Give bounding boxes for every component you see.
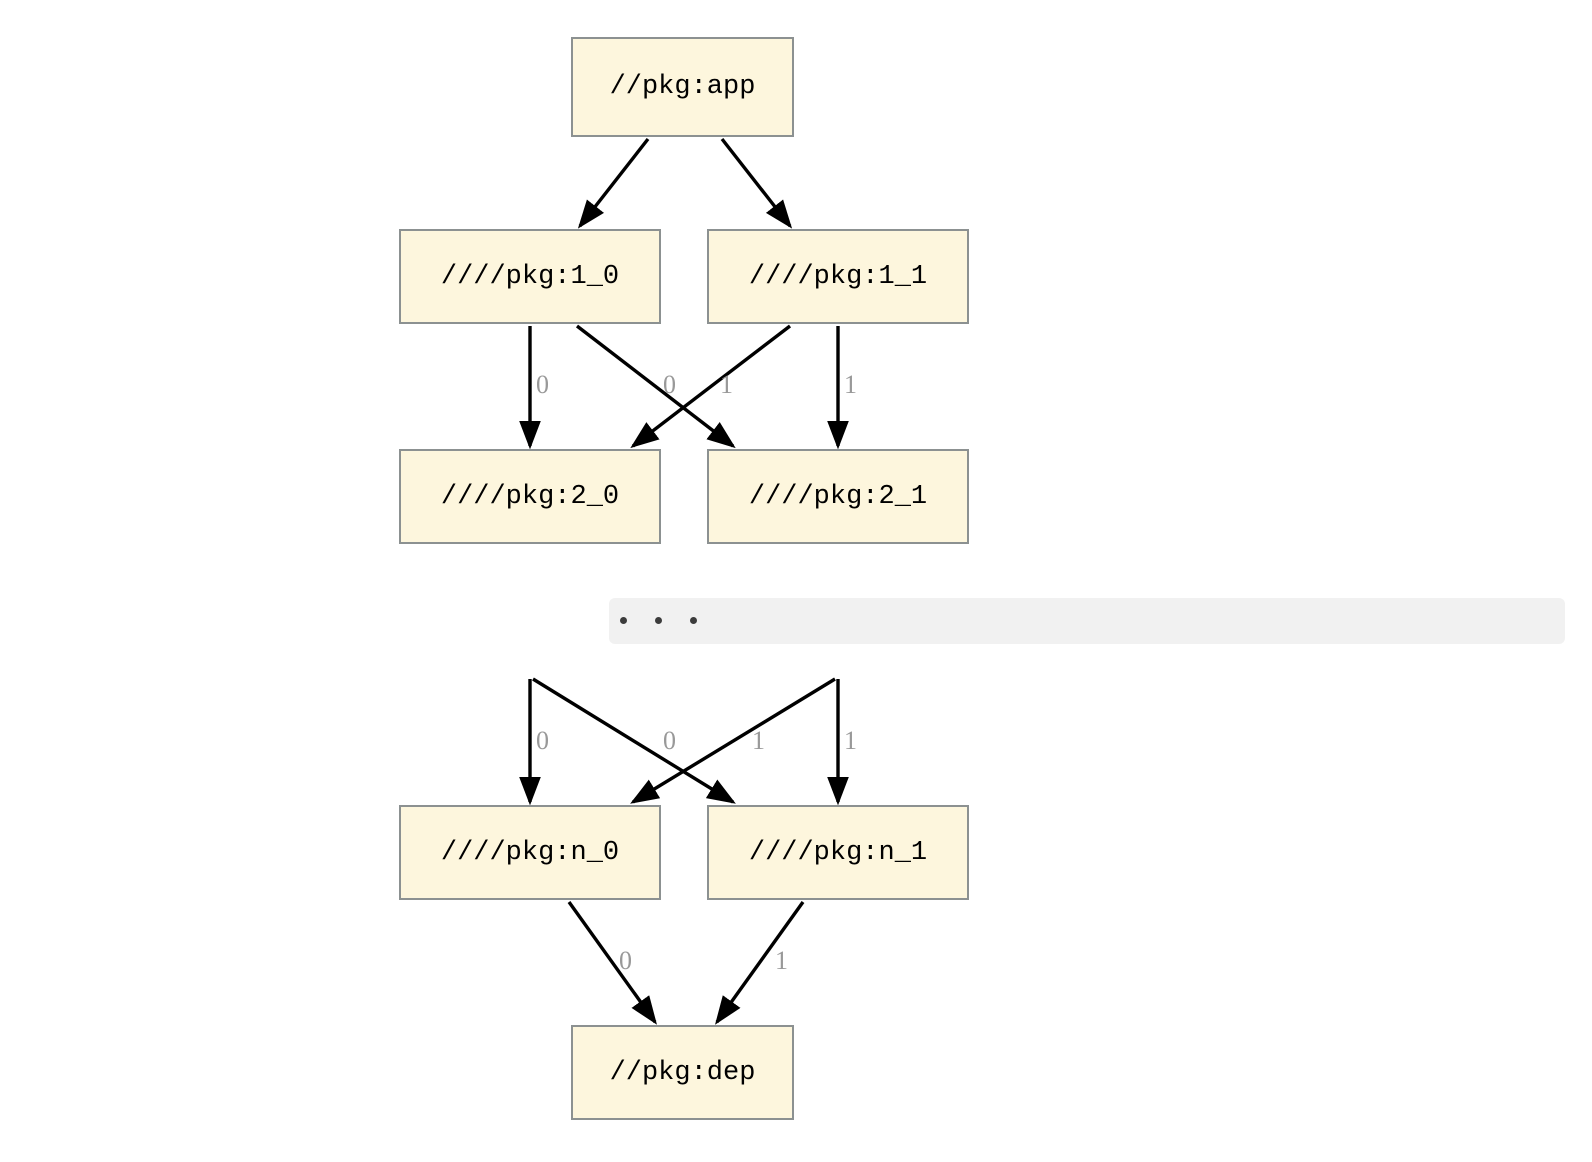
edge-label-n_0-to-dep: 0 (619, 946, 632, 975)
edge-label-prev-to-n_0: 0 (536, 726, 549, 755)
node-n1_1[interactable]: ////pkg:1_1 (707, 229, 969, 324)
edge-n_0-to-dep (567, 901, 657, 1025)
ellipsis-dot (620, 617, 627, 624)
node-label: ////pkg:1_1 (748, 261, 928, 292)
node-label: ////pkg:1_0 (440, 261, 620, 292)
edge-1_1-to-2_0 (630, 324, 792, 449)
node-label: ////pkg:2_0 (440, 481, 620, 512)
node-nn_1[interactable]: ////pkg:n_1 (707, 805, 969, 900)
node-label: ////pkg:n_1 (748, 837, 928, 868)
edge-lines (519, 137, 849, 1025)
edge-label-prev2-to-n_1: 1 (844, 726, 857, 755)
ellipsis-dot (655, 617, 662, 624)
node-label: ////pkg:2_1 (748, 481, 928, 512)
ellipsis-dot (690, 617, 697, 624)
edge-app-to-1_1 (720, 137, 793, 229)
node-nn_0[interactable]: ////pkg:n_0 (399, 805, 661, 900)
node-label: ////pkg:n_0 (440, 837, 620, 868)
node-label: //pkg:app (609, 72, 756, 102)
node-label: //pkg:dep (609, 1057, 756, 1088)
node-dep[interactable]: //pkg:dep (571, 1025, 794, 1120)
edge-label-prev2-to-n_0: 1 (752, 726, 765, 755)
edge-n_1-to-dep (715, 901, 805, 1025)
ellipsis-separator-band (609, 598, 1565, 644)
edge-1_0-to-2_1 (575, 324, 736, 449)
node-n2_1[interactable]: ////pkg:2_1 (707, 449, 969, 544)
edge-prev-to-n_1 (532, 677, 736, 804)
edge-label-n_1-to-dep: 1 (775, 946, 788, 975)
node-app[interactable]: //pkg:app (571, 37, 794, 137)
node-n2_0[interactable]: ////pkg:2_0 (399, 449, 661, 544)
edge-label-1_0-to-2_0: 0 (536, 370, 549, 399)
ellipsis-dots (620, 617, 697, 624)
edge-label-1_0-to-2_1: 0 (663, 370, 676, 399)
edge-label-1_1-to-2_1: 1 (844, 370, 857, 399)
edge-prev2-to-n_0 (630, 677, 836, 804)
edge-label-prev-to-n_1: 0 (663, 726, 676, 755)
edge-label-1_1-to-2_0: 1 (720, 370, 733, 399)
edge-app-to-1_0 (577, 137, 650, 229)
node-n1_0[interactable]: ////pkg:1_0 (399, 229, 661, 324)
